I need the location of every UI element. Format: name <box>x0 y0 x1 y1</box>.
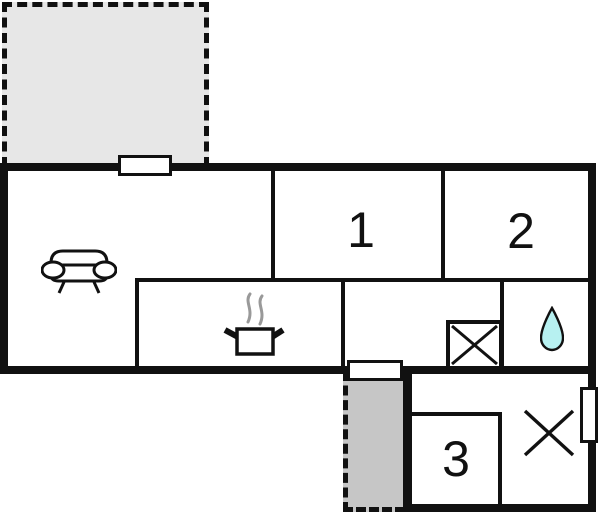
side-door <box>580 387 598 443</box>
wall-kitchen-right <box>341 280 345 368</box>
water-drop-icon <box>540 306 564 352</box>
wall-room1-room2 <box>441 169 445 280</box>
room-3-label: 3 <box>442 431 470 487</box>
wall-left <box>0 163 8 374</box>
entrance-door <box>347 360 403 381</box>
terrace-area <box>2 2 209 167</box>
wall-annex-left <box>403 366 412 512</box>
wall-room3-top <box>410 412 502 416</box>
window-cross-icon <box>523 409 575 457</box>
wall-kitchen-left <box>135 280 139 368</box>
wall-right <box>588 163 596 512</box>
room-1-label: 1 <box>347 202 375 258</box>
wall-living-room1 <box>271 169 275 280</box>
shower-crossed-box-icon <box>446 320 503 370</box>
wall-top <box>0 163 596 171</box>
wall-room3-right <box>498 412 502 506</box>
wall-middle-horizontal <box>135 278 592 282</box>
stove-pot-icon <box>223 292 285 356</box>
wall-bottom-main <box>0 366 596 374</box>
room-2-label: 2 <box>507 203 535 259</box>
sofa-icon <box>41 249 117 294</box>
terrace-door <box>118 155 172 176</box>
entrance-porch-area <box>343 371 405 512</box>
wall-annex-bottom <box>403 504 596 512</box>
